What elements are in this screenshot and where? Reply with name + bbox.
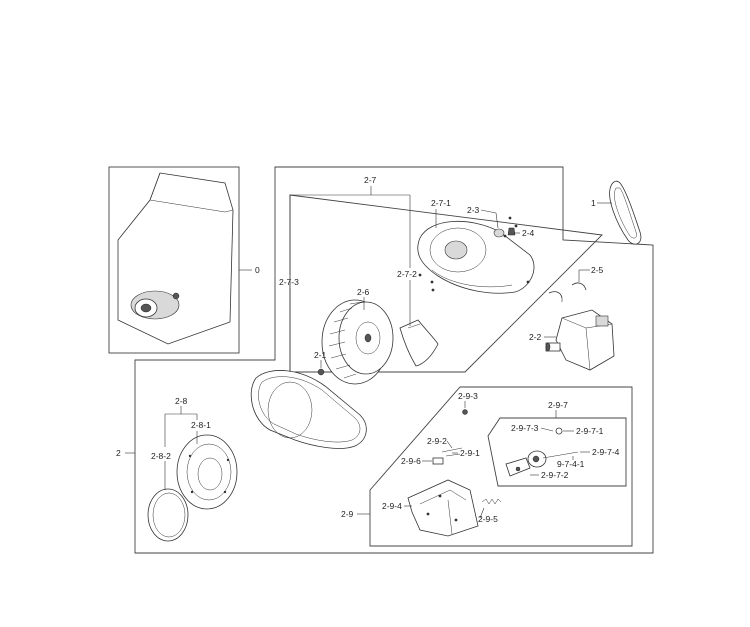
blower-fan-wheel bbox=[321, 299, 394, 385]
pivot-2-9-6 bbox=[432, 457, 444, 465]
label-1: 1 bbox=[591, 198, 596, 208]
label-2-3: 2-3 bbox=[467, 205, 480, 215]
assembly-2-frame bbox=[125, 166, 654, 554]
label-2-8-1: 2-8-1 bbox=[191, 420, 211, 430]
dryer-cabinet-assembly bbox=[117, 172, 234, 345]
fitting-2-3 bbox=[493, 228, 505, 238]
label-0: 0 bbox=[255, 265, 260, 275]
label-2-9-7-2: 2-9-7-2 bbox=[541, 470, 569, 480]
drive-motor bbox=[545, 309, 615, 371]
label-2-9: 2-9 bbox=[341, 509, 354, 519]
drum-bearing-housing bbox=[176, 434, 238, 510]
label-2-2: 2-2 bbox=[529, 332, 542, 342]
label-2-7-2: 2-7-2 bbox=[397, 269, 417, 279]
bolt-2-9-1 bbox=[445, 453, 461, 457]
label-2-5: 2-5 bbox=[591, 265, 604, 275]
screw-2-9-3 bbox=[462, 409, 468, 415]
label-2-4: 2-4 bbox=[522, 228, 535, 238]
screw-2-4 bbox=[507, 227, 516, 236]
label-2-8: 2-8 bbox=[175, 396, 188, 406]
label-2-8-2: 2-8-2 bbox=[151, 451, 171, 461]
idler-bracket bbox=[407, 479, 479, 537]
spring-2-9-5 bbox=[481, 498, 502, 505]
blower-cover bbox=[250, 370, 367, 449]
blower-housing bbox=[417, 216, 535, 294]
idler-pulley bbox=[527, 450, 547, 468]
sub-assembly-2-9-7-frame bbox=[487, 417, 627, 487]
label-2-9-7-3: 2-9-7-3 bbox=[511, 423, 539, 433]
label-2-9-7-1: 2-9-7-1 bbox=[576, 426, 604, 436]
drum-seal-ring bbox=[147, 488, 189, 542]
leader-lines bbox=[164, 186, 590, 519]
assembly-0-frame bbox=[108, 166, 252, 354]
sub-assembly-2-9-frame bbox=[357, 386, 633, 547]
label-2-6: 2-6 bbox=[357, 287, 370, 297]
rod-2-9-2 bbox=[441, 447, 463, 453]
label-2-9-7: 2-9-7 bbox=[548, 400, 568, 410]
label-2: 2 bbox=[116, 448, 121, 458]
duct-2-7-2 bbox=[399, 319, 439, 367]
label-2-9-6: 2-9-6 bbox=[401, 456, 421, 466]
clips-2-5 bbox=[548, 282, 587, 302]
label-2-1: 2-1 bbox=[314, 350, 327, 360]
label-9-7-4-1: 9-7-4-1 bbox=[557, 459, 585, 469]
label-2-9-5: 2-9-5 bbox=[478, 514, 498, 524]
blower-motor-thumbnail bbox=[130, 290, 180, 320]
label-2-9-1: 2-9-1 bbox=[460, 448, 480, 458]
washer-2-1 bbox=[317, 368, 325, 376]
label-2-7-3: 2-7-3 bbox=[279, 277, 299, 287]
drive-belt bbox=[597, 180, 642, 245]
label-2-7: 2-7 bbox=[364, 175, 377, 185]
label-2-7-1: 2-7-1 bbox=[431, 198, 451, 208]
idler-washer-2-9-7-1 bbox=[555, 427, 563, 435]
label-2-9-3: 2-9-3 bbox=[458, 391, 478, 401]
label-2-9-4: 2-9-4 bbox=[382, 501, 402, 511]
label-2-9-2: 2-9-2 bbox=[427, 436, 447, 446]
idler-arm-2-9-7-2 bbox=[505, 457, 531, 477]
idler-shaft-2-9-7-4 bbox=[542, 451, 579, 459]
label-2-9-7-4: 2-9-7-4 bbox=[592, 447, 620, 457]
